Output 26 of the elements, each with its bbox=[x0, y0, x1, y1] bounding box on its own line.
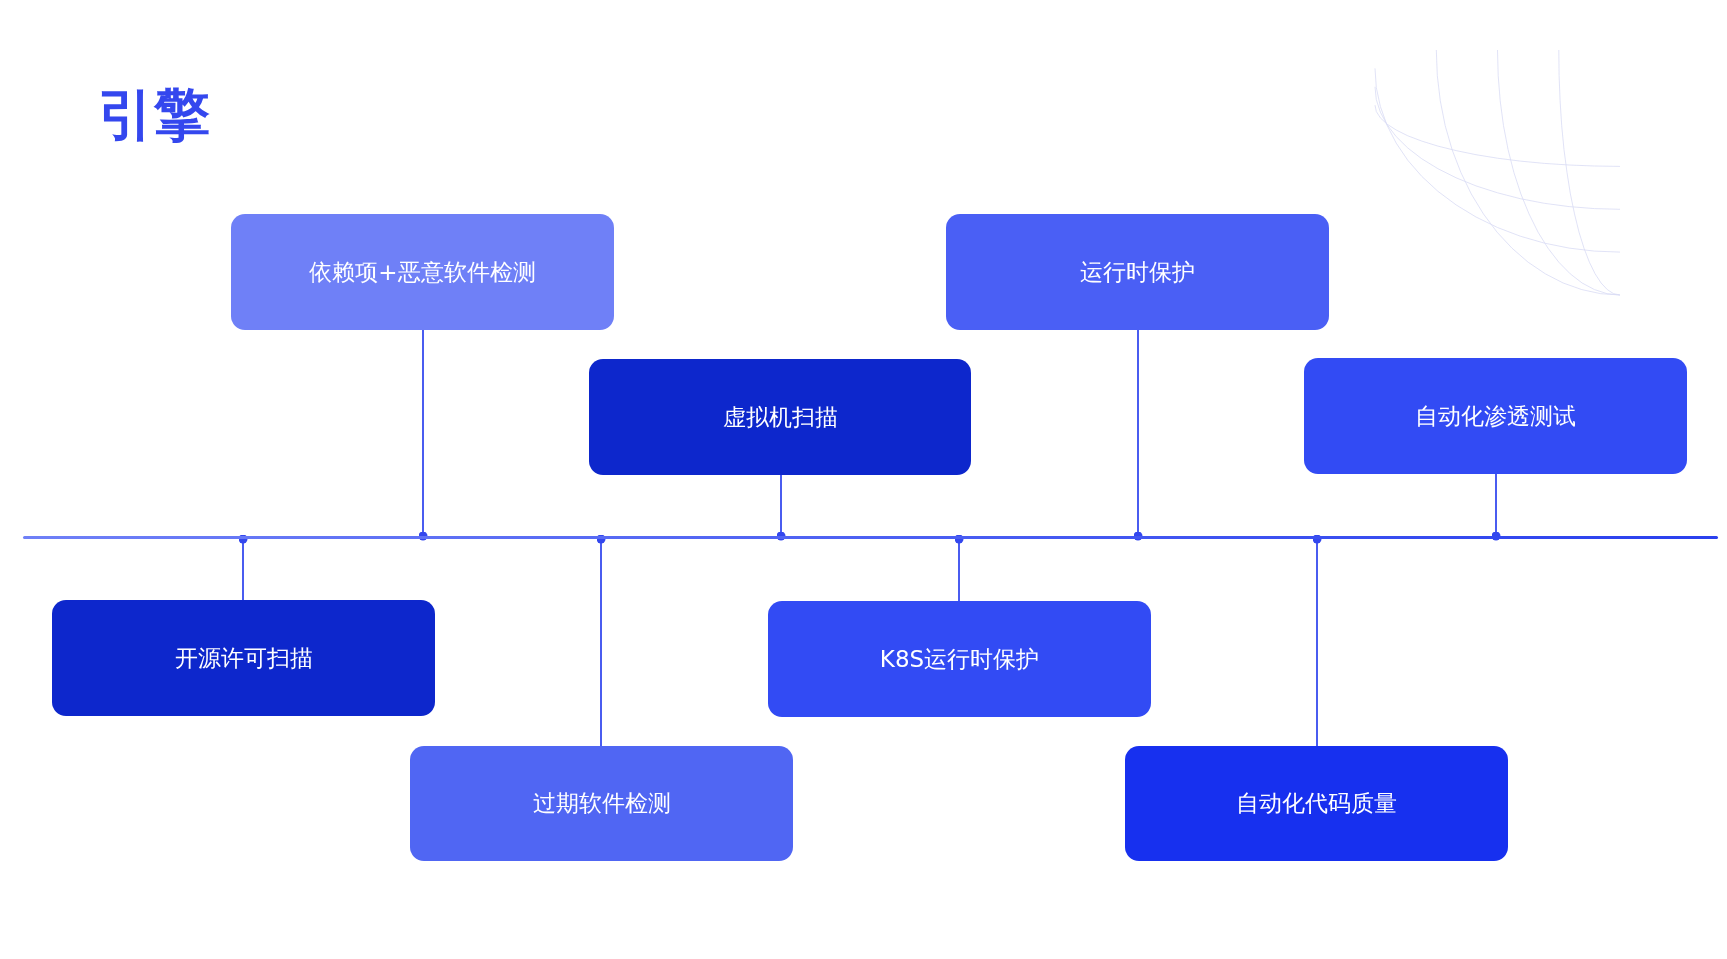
timeline-bar bbox=[23, 536, 1718, 539]
page-title: 引擎 bbox=[98, 81, 210, 149]
box-label: 虚拟机扫描 bbox=[722, 402, 838, 432]
connector-line bbox=[1133, 329, 1143, 541]
process-box bbox=[589, 359, 971, 475]
process-box bbox=[1304, 358, 1687, 474]
connector-line bbox=[776, 474, 786, 541]
connector-line bbox=[418, 329, 428, 541]
box-label: 依赖项+恶意软件检测 bbox=[309, 257, 536, 287]
box-label: K8S运行时保护 bbox=[879, 644, 1040, 674]
process-box bbox=[946, 214, 1329, 330]
connector-line bbox=[596, 534, 606, 747]
process-box bbox=[231, 214, 614, 330]
box-label: 运行时保护 bbox=[1080, 257, 1195, 287]
box-label: 自动化渗透测试 bbox=[1415, 401, 1576, 431]
process-box bbox=[410, 746, 793, 861]
connector-line bbox=[954, 534, 964, 602]
box-label: 过期软件检测 bbox=[532, 789, 671, 818]
process-box bbox=[1125, 746, 1508, 861]
box-label: 自动化代码质量 bbox=[1236, 789, 1397, 818]
connector-line bbox=[1312, 534, 1322, 747]
connector-line bbox=[238, 534, 248, 601]
process-box bbox=[52, 600, 435, 716]
process-box bbox=[768, 601, 1151, 717]
connector-line bbox=[1491, 473, 1501, 541]
box-label: 开源许可扫描 bbox=[174, 643, 313, 673]
